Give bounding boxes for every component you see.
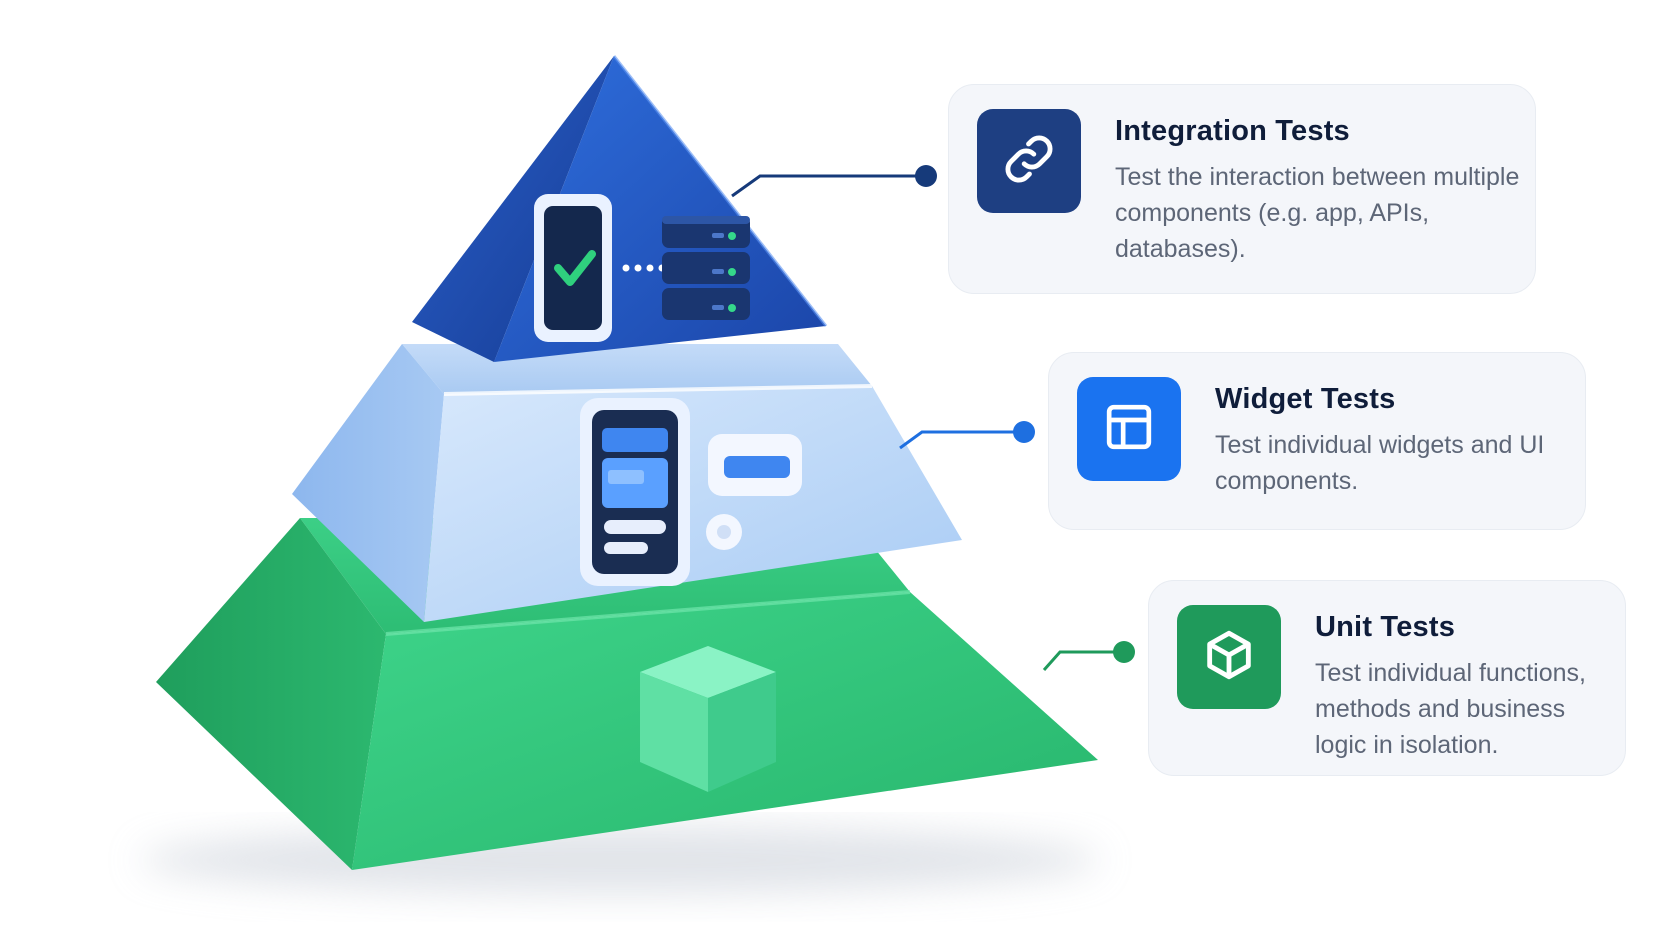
widget-phone-illustration: [580, 398, 690, 586]
widget-tests-title: Widget Tests: [1215, 383, 1396, 415]
unit-tests-description: Test individual functions, methods and b…: [1315, 659, 1586, 759]
unit-tests-card: Unit Tests Test individual functions, me…: [1148, 580, 1626, 776]
pyramid-shadow: [140, 826, 1100, 894]
cube-illustration: [640, 646, 776, 792]
pyramid-layer-widget: [292, 344, 962, 622]
server-illustration: [662, 216, 750, 320]
widget-layer-front-face: [424, 386, 962, 622]
integration-tests-description: Test the interaction between multiple co…: [1115, 163, 1520, 263]
connector-widget: [899, 421, 1035, 450]
integration-layer-left-face: [412, 56, 614, 362]
layout-icon: [1101, 399, 1157, 460]
integration-phone-illustration: [534, 194, 612, 342]
widget-layer-left-face: [292, 344, 444, 622]
connector-integration: [731, 165, 937, 198]
link-icon: [1000, 130, 1058, 193]
integration-tests-card: Integration Tests Test the interaction b…: [948, 84, 1536, 294]
unit-layer-left-face: [156, 518, 386, 870]
unit-icon-box: [1177, 605, 1281, 709]
cube-icon: [1200, 626, 1258, 689]
pyramid-layer-integration: [412, 55, 828, 362]
integration-tests-title: Integration Tests: [1115, 115, 1350, 147]
widget-button-illustration: [706, 434, 802, 550]
widget-icon-box: [1077, 377, 1181, 481]
widget-tests-card: Widget Tests Test individual widgets and…: [1048, 352, 1586, 530]
widget-tests-description: Test individual widgets and UI component…: [1215, 431, 1545, 495]
unit-tests-title: Unit Tests: [1315, 611, 1456, 643]
integration-icon-box: [977, 109, 1081, 213]
connector-unit: [1042, 641, 1135, 671]
